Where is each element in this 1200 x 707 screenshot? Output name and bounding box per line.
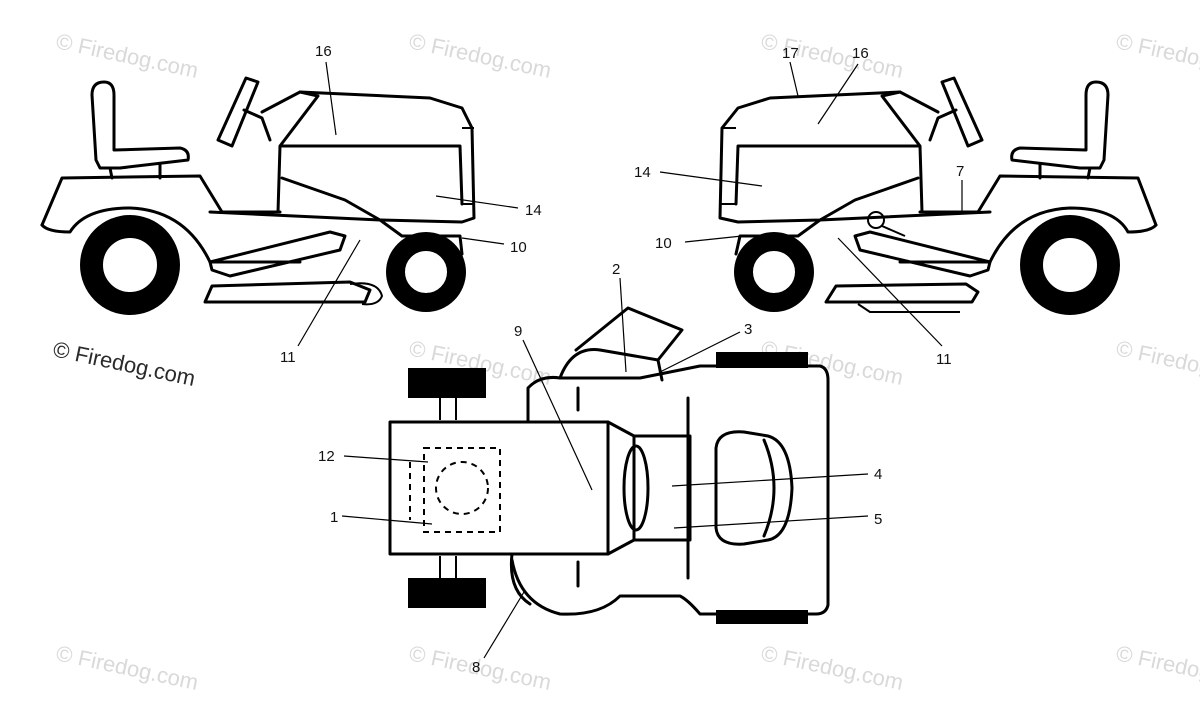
steering-wheel xyxy=(940,76,984,148)
lift-lever-knob xyxy=(867,211,885,229)
front-axle-top xyxy=(439,398,457,420)
rear-fender xyxy=(40,174,282,227)
steering-column xyxy=(242,108,272,142)
callout-9: 9 xyxy=(514,323,522,340)
rear-hub xyxy=(101,236,159,294)
hood xyxy=(718,90,920,224)
hood-nose xyxy=(606,420,636,556)
callout-12: 12 xyxy=(318,448,335,465)
fender-inner xyxy=(898,206,1158,264)
leader-10 xyxy=(684,235,743,243)
hood-crease xyxy=(734,144,920,206)
callout-14: 14 xyxy=(634,164,651,181)
watermark-text: © Firedog.com xyxy=(1114,335,1200,390)
watermark-text: © Firedog.com xyxy=(759,640,906,695)
leader-9 xyxy=(522,339,593,491)
leader-14 xyxy=(435,195,519,209)
grille xyxy=(720,127,736,205)
leader-5 xyxy=(673,515,869,529)
fender-inner xyxy=(40,206,302,264)
watermark-text-prominent: © Firedog.com xyxy=(51,336,198,391)
watermark-text: © Firedog.com xyxy=(407,28,554,83)
watermark-text: © Firedog.com xyxy=(54,640,201,695)
front-tire-top xyxy=(408,368,486,398)
leader-10 xyxy=(461,237,505,245)
leader-1 xyxy=(341,515,433,525)
watermark-text: © Firedog.com xyxy=(54,28,201,83)
dash-console xyxy=(632,434,692,542)
rear-tire-bottom xyxy=(716,610,808,624)
deck-skirt xyxy=(857,303,960,313)
callout-16: 16 xyxy=(852,45,869,62)
watermark-text: © Firedog.com xyxy=(1114,28,1200,83)
front-hub xyxy=(403,249,449,295)
discharge-chute xyxy=(574,306,684,382)
seat xyxy=(90,80,190,170)
leader-12 xyxy=(343,455,429,463)
seat xyxy=(1010,80,1110,170)
rear-hub xyxy=(1041,236,1099,294)
leader-4 xyxy=(671,473,869,487)
mower-deck xyxy=(824,282,980,304)
front-axle-bottom xyxy=(439,556,457,578)
rear-fender xyxy=(918,174,1158,227)
rear-tire-top xyxy=(716,352,808,368)
callout-8: 8 xyxy=(472,659,480,676)
callout-7: 7 xyxy=(956,163,964,180)
callout-4: 4 xyxy=(874,466,882,483)
lift-lever xyxy=(881,225,906,237)
front-hub xyxy=(751,249,797,295)
mower-deck xyxy=(203,280,372,304)
callout-2: 2 xyxy=(612,261,620,278)
dash-panel xyxy=(260,90,320,214)
chute-body xyxy=(558,348,660,380)
dash-panel xyxy=(880,90,940,214)
callout-5: 5 xyxy=(874,511,882,528)
right-side-view: 17 16 14 7 10 11 xyxy=(634,45,1158,368)
footrest xyxy=(853,230,992,278)
leader-16 xyxy=(325,61,337,136)
deck-edge xyxy=(509,552,532,606)
leader-8 xyxy=(483,591,525,659)
footrest xyxy=(208,230,347,278)
frame xyxy=(208,210,464,256)
leader-14 xyxy=(659,171,763,187)
leader-2 xyxy=(619,277,627,373)
seat-top xyxy=(714,430,794,546)
watermark-text: © Firedog.com xyxy=(1114,640,1200,695)
callout-1: 1 xyxy=(330,509,338,526)
front-tire-bottom xyxy=(408,578,486,608)
hood-crease xyxy=(280,144,464,206)
leader-11 xyxy=(297,239,361,347)
steering-wheel-top xyxy=(622,444,650,532)
left-side-view: 16 14 10 11 xyxy=(40,43,542,366)
steering-column xyxy=(928,108,958,142)
hood xyxy=(280,90,476,224)
callout-16: 16 xyxy=(315,43,332,60)
callout-10: 10 xyxy=(655,235,672,252)
callout-14: 14 xyxy=(525,202,542,219)
grille xyxy=(462,127,474,205)
callout-10: 10 xyxy=(510,239,527,256)
engine-flywheel xyxy=(435,461,489,515)
engine-outline xyxy=(423,447,501,533)
seat-back xyxy=(762,438,776,538)
leader-11 xyxy=(837,237,943,347)
steering-wheel xyxy=(216,76,260,148)
leader-3 xyxy=(659,331,741,373)
top-view: 2 3 9 12 1 4 5 8 xyxy=(318,261,882,676)
deck-outline xyxy=(510,364,830,616)
leader-17 xyxy=(789,61,799,97)
frame xyxy=(734,210,992,256)
callout-11: 11 xyxy=(936,351,952,368)
discharge-chute xyxy=(349,282,383,306)
hood-top xyxy=(388,420,610,556)
leader-16 xyxy=(817,63,859,125)
callout-11: 11 xyxy=(280,349,296,366)
callout-17: 17 xyxy=(782,45,799,62)
watermark-text: © Firedog.com xyxy=(759,28,906,83)
callout-3: 3 xyxy=(744,321,752,338)
